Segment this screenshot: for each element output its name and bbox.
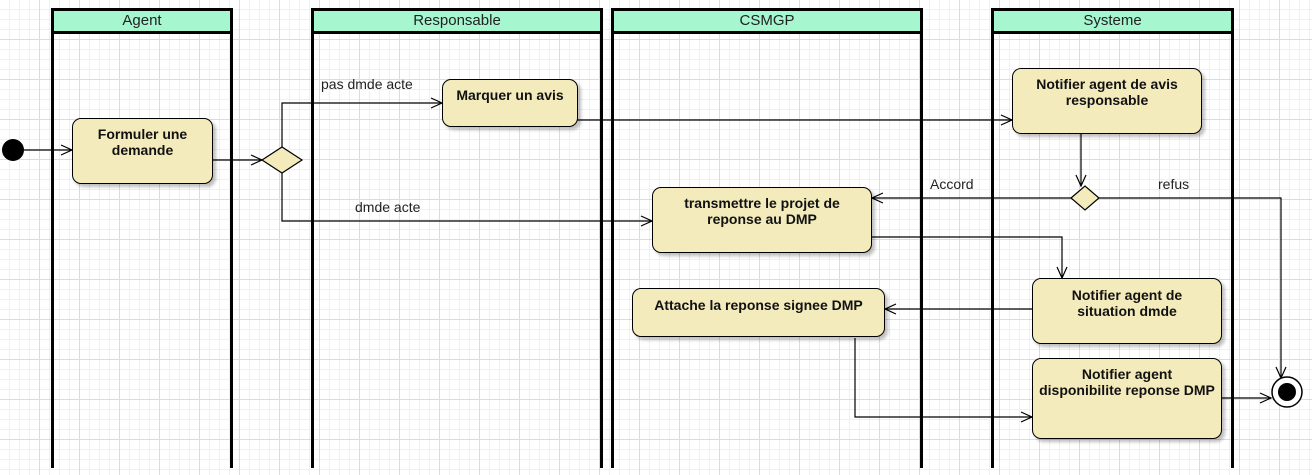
edge-refus-to-end: [1099, 197, 1287, 380]
lane-csmgp: CSMGP: [611, 8, 923, 468]
activity-attache-reponse[interactable]: Attache la reponse signee DMP: [632, 288, 885, 337]
start-node: [2, 139, 24, 161]
decision-node-systeme: [1070, 185, 1100, 211]
edge-attache-to-notifier-dispo: [854, 338, 1034, 423]
lane-responsable: Responsable: [311, 8, 603, 468]
edge-decision-to-marquer: [281, 97, 444, 147]
lane-responsable-header: Responsable: [314, 8, 600, 34]
activity-notifier-agent-situation[interactable]: Notifier agent de situation dmde: [1032, 278, 1222, 344]
edge-decision-to-transmettre: [281, 173, 654, 227]
lane-systeme: Systeme: [991, 8, 1234, 468]
activity-marquer-un-avis[interactable]: Marquer un avis: [442, 79, 578, 127]
activity-formuler-une-demande[interactable]: Formuler une demande: [72, 118, 213, 184]
edge-transmettre-to-notifier-situation: [872, 236, 1068, 280]
guard-accord: Accord: [930, 176, 974, 192]
lane-agent: Agent: [51, 8, 233, 468]
lane-systeme-header: Systeme: [994, 8, 1231, 34]
activity-transmettre-projet[interactable]: transmettre le projet de reponse au DMP: [652, 187, 872, 253]
activity-notifier-agent-disponibilite[interactable]: Notifier agent disponibilite reponse DMP: [1032, 358, 1222, 439]
end-node-inner: [1278, 383, 1296, 401]
guard-pas-dmde-acte: pas dmde acte: [321, 76, 413, 92]
lane-agent-header: Agent: [54, 8, 230, 34]
guard-refus: refus: [1158, 176, 1190, 192]
guard-dmde-acte: dmde acte: [355, 199, 421, 215]
lane-csmgp-header: CSMGP: [614, 8, 920, 34]
decision-node-agent: [260, 146, 304, 174]
activity-notifier-agent-avis[interactable]: Notifier agent de avis responsable: [1012, 68, 1202, 134]
